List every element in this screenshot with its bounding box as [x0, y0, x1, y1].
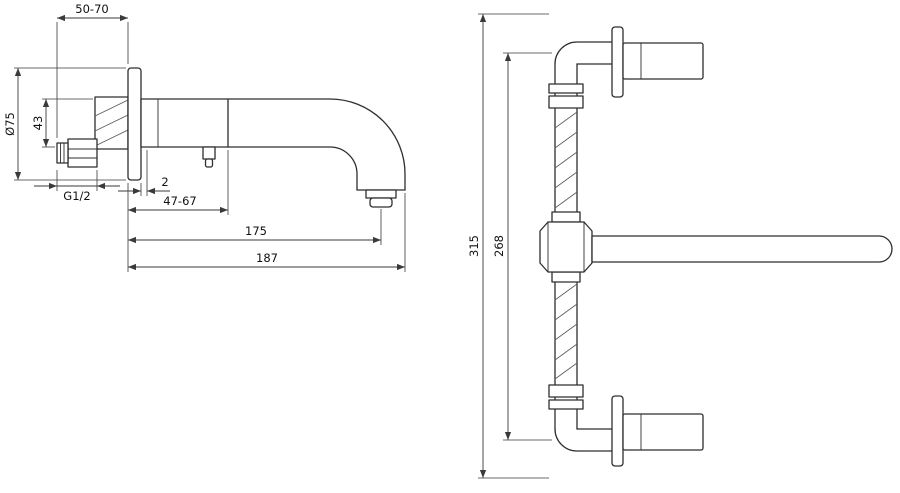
dim-plate-gap-label: 2 [161, 175, 168, 189]
top-wall-flange [611, 26, 624, 98]
spout-inner-curve [227, 146, 358, 191]
body-block [140, 98, 229, 148]
bottom-elbow-outer [554, 428, 613, 452]
bottom-wall-flange [611, 395, 624, 467]
spout-side [227, 98, 406, 208]
spout-front [591, 235, 893, 263]
dim-embed-depth-label: 50-70 [75, 2, 108, 16]
dim-thread-label: G1/2 [63, 189, 90, 203]
hex-union-nut [67, 138, 98, 168]
top-union-collar [548, 83, 584, 94]
dim-plate-gap: 2 [118, 150, 170, 196]
top-union-nut [548, 95, 584, 109]
bottom-valve [611, 395, 704, 467]
top-handle [622, 42, 704, 80]
aerator-tip [369, 197, 393, 208]
dim-thread: G1/2 [34, 170, 120, 203]
dim-overall-reach-label: 187 [256, 251, 278, 265]
bottom-union-collar [548, 399, 584, 410]
in-wall-body [56, 96, 129, 168]
mixer-body [140, 98, 229, 168]
connector-bottom-collar [551, 271, 581, 283]
bottom-union-nut [548, 384, 584, 398]
supply-thread-tip [56, 142, 69, 164]
wall-flange-side [127, 67, 142, 181]
under-body-handle-tip [204, 158, 214, 168]
dim-spout-reach-label: 175 [245, 224, 267, 238]
side-view: 50-70 Ø75 43 G1/2 [3, 2, 406, 272]
dim-body-height-label: 43 [31, 116, 45, 131]
dim-flange-diameter: Ø75 [3, 67, 126, 181]
dim-overall-reach: 187 [128, 193, 406, 272]
dim-embed-depth: 50-70 [56, 2, 129, 138]
front-view: 315 268 [467, 13, 893, 479]
bottom-handle [622, 413, 704, 451]
spout-outer-curve [227, 98, 406, 191]
top-elbow-outer [554, 41, 613, 65]
dim-supply-span-label: 268 [492, 235, 506, 257]
dim-spout-reach: 175 [128, 209, 382, 245]
pipe-hatching [554, 111, 578, 380]
dim-body-height: 43 [31, 98, 93, 148]
aerator-collar [365, 189, 397, 199]
dim-supply-span: 268 [492, 52, 552, 441]
dim-body-reach-label: 47-67 [163, 194, 196, 208]
hatch-line [94, 129, 129, 147]
hatch-line [94, 114, 129, 132]
dim-flange-diameter-label: Ø75 [3, 112, 17, 136]
connector-top-collar [551, 211, 581, 223]
under-body-handle-base [202, 146, 216, 160]
dim-body-reach: 47-67 [128, 150, 229, 215]
center-connector [539, 211, 593, 283]
dim-overall-height-label: 315 [467, 235, 481, 257]
top-valve [611, 26, 704, 98]
dim-overall-height: 315 [467, 13, 549, 479]
hatch-line [94, 99, 129, 117]
